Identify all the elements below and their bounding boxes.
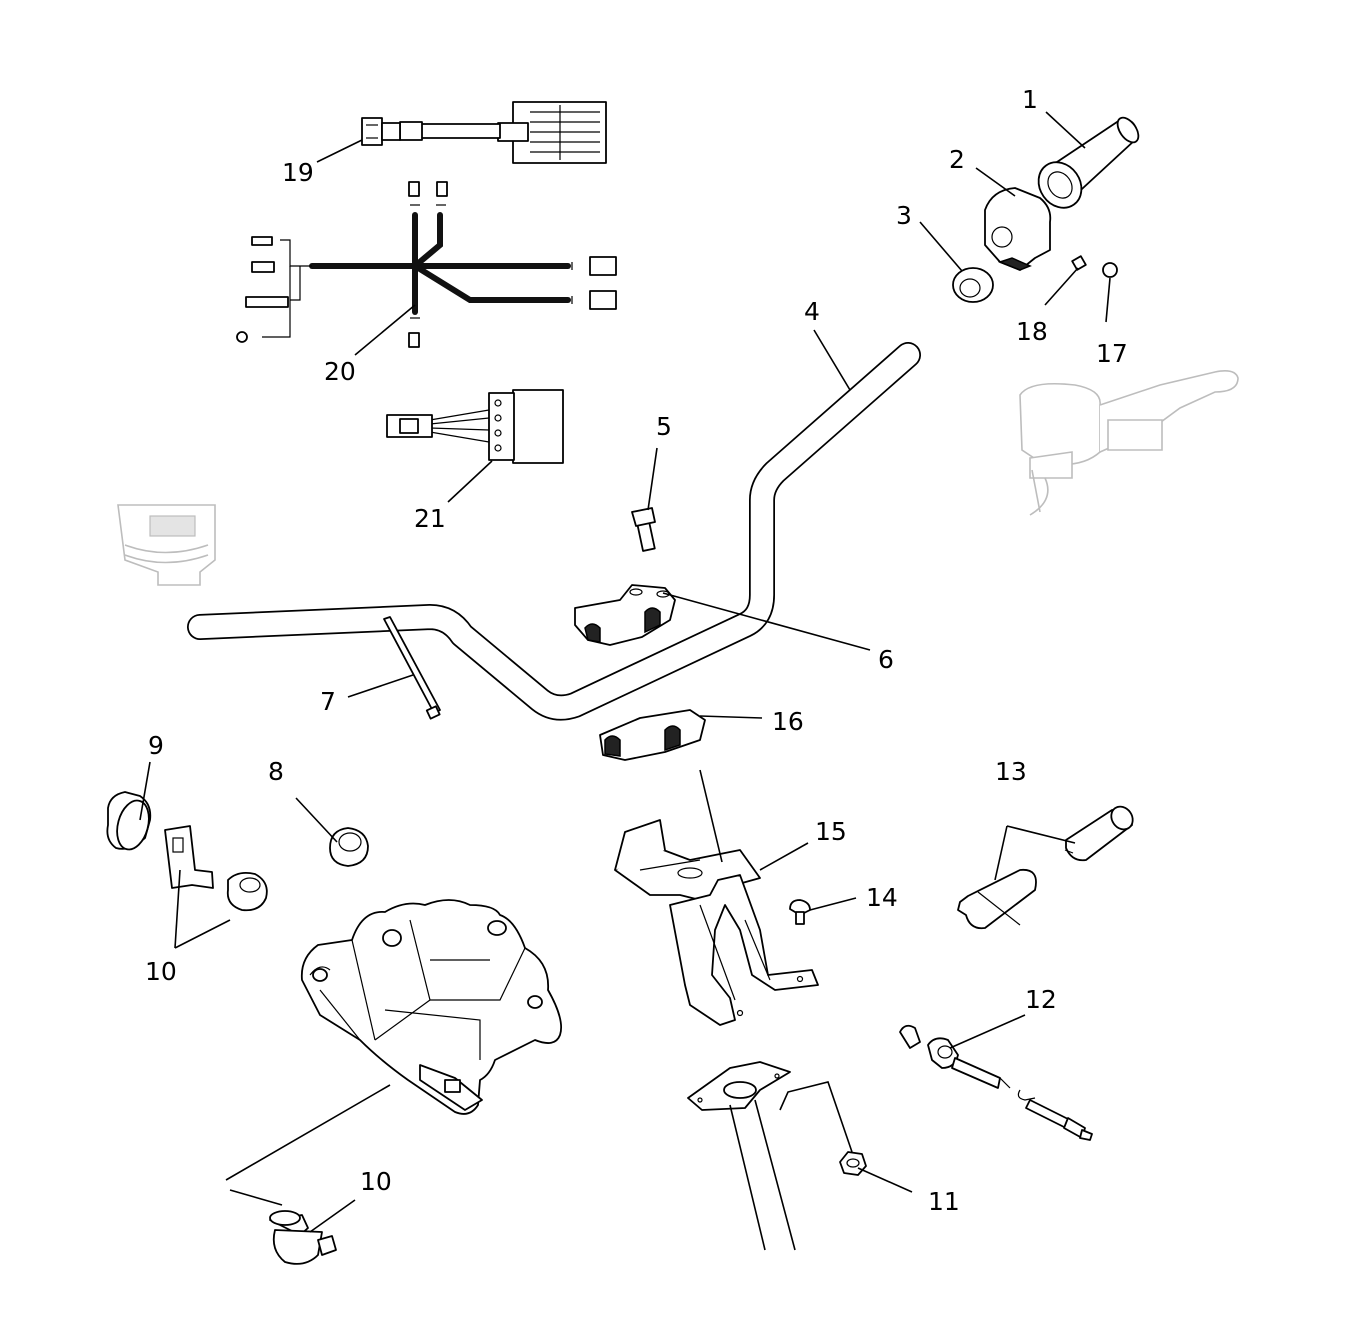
callout-10-key: 10	[145, 957, 177, 986]
callout-21: 21	[414, 504, 446, 533]
main-wire-harness-20	[236, 181, 617, 348]
washer-3	[952, 267, 994, 303]
grip-1	[1037, 116, 1140, 209]
key-10	[164, 825, 214, 889]
callout-11: 11	[928, 1187, 960, 1216]
callout-labels: 1 2 3 4 5 6 7 8 9 10 10 11 12 13 14 15 1…	[145, 85, 1128, 1216]
callout-8: 8	[268, 757, 284, 786]
throttle-housing-2	[984, 187, 1052, 271]
screw-18	[1071, 255, 1087, 271]
bolt-5	[631, 507, 656, 552]
nut-11	[839, 1151, 867, 1176]
steering-post	[687, 1061, 796, 1251]
ghost-brake-lever	[1019, 370, 1239, 516]
upper-clamp-6	[574, 584, 676, 646]
callout-6: 6	[878, 645, 894, 674]
callout-2: 2	[949, 145, 965, 174]
relay-module-21	[386, 389, 564, 464]
callout-12: 12	[1025, 985, 1057, 1014]
callout-13: 13	[995, 757, 1027, 786]
sleeve-13b	[957, 868, 1037, 930]
sleeve-13a	[1064, 805, 1134, 862]
ignition-switch-10	[269, 1210, 337, 1265]
callout-4: 4	[804, 297, 820, 326]
callout-5: 5	[656, 412, 672, 441]
mount-bracket-15	[614, 819, 819, 1026]
grommet-8	[329, 827, 369, 867]
callout-14: 14	[866, 883, 898, 912]
callout-9: 9	[148, 731, 164, 760]
handlebar-cover-body	[300, 899, 563, 1115]
handlebar	[187, 342, 921, 721]
callout-20: 20	[324, 357, 356, 386]
callout-19: 19	[282, 158, 314, 187]
callout-10-ignition: 10	[360, 1167, 392, 1196]
ghost-instrument-cluster	[117, 504, 216, 586]
screw-14	[789, 899, 811, 925]
grommet-10	[226, 871, 268, 912]
cable-tie-7	[383, 616, 441, 720]
callout-1: 1	[1022, 85, 1038, 114]
callout-7: 7	[320, 687, 336, 716]
throttle-cable-12	[899, 1024, 1093, 1141]
callout-3: 3	[896, 201, 912, 230]
leader-lines	[139, 111, 1111, 1233]
lower-clamp-16	[599, 709, 706, 761]
cap-9	[106, 791, 152, 851]
harness-adapter-19	[361, 101, 607, 164]
callout-15: 15	[815, 817, 847, 846]
callout-16: 16	[772, 707, 804, 736]
callout-17: 17	[1096, 339, 1128, 368]
bushing-17	[1102, 262, 1118, 278]
callout-18: 18	[1016, 317, 1048, 346]
